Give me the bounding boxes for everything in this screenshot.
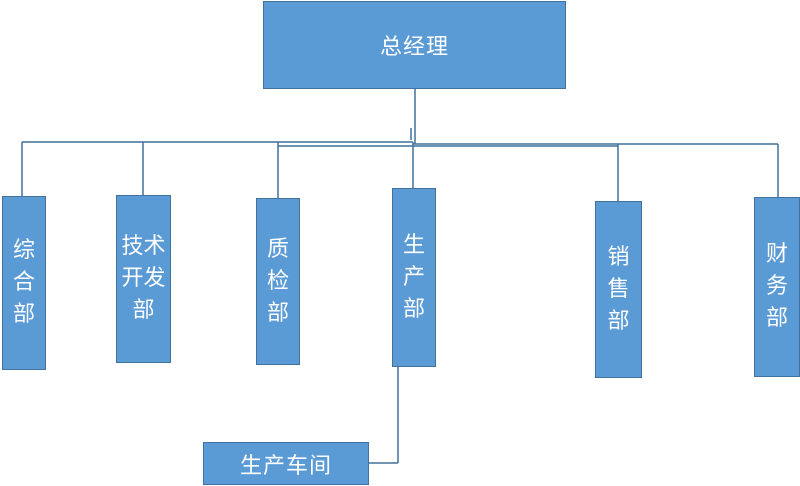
dept-label-sales: 销售部	[607, 244, 630, 334]
dept-label-general-affairs: 综合部	[12, 238, 35, 327]
dept-label-finance: 财务部	[765, 242, 788, 331]
dept-box-tech-development: 技术开发部	[116, 195, 171, 363]
production-workshop-box: 生产车间	[203, 442, 369, 485]
general-manager-box: 总经理	[263, 1, 566, 89]
dept-box-sales: 销售部	[595, 201, 642, 378]
dept-label-tech-development: 技术开发部	[121, 234, 166, 323]
dept-box-general-affairs: 综合部	[2, 196, 46, 370]
dept-label-production: 生产部	[402, 232, 425, 322]
dept-label-quality-inspection: 质检部	[266, 236, 289, 326]
dept-box-finance: 财务部	[754, 197, 800, 377]
dept-box-quality-inspection: 质检部	[256, 198, 300, 365]
production-workshop-label: 生产车间	[239, 453, 332, 479]
general-manager-label: 总经理	[379, 35, 449, 60]
dept-box-production: 生产部	[392, 188, 436, 367]
